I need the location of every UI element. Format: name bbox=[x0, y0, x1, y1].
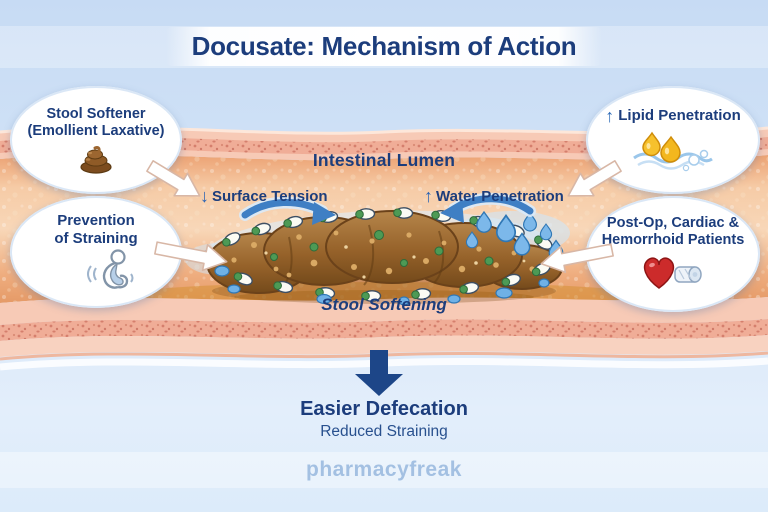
outcome-arrow-icon bbox=[355, 350, 403, 396]
page-title: Docusate: Mechanism of Action bbox=[191, 31, 577, 61]
reduced-straining-label: Reduced Straining bbox=[320, 423, 448, 440]
lipid-penetration-label: Lipid Penetration bbox=[618, 107, 741, 125]
stool-softener-line2: (Emollient Laxative) bbox=[27, 122, 165, 139]
prevention-line1: Prevention bbox=[57, 212, 135, 230]
stool-softener-line1: Stool Softener bbox=[46, 105, 146, 122]
down-arrow-icon: ↓ bbox=[200, 186, 209, 206]
callout-patient-types: Post-Op, Cardiac & Hemorrhoid Patients bbox=[586, 196, 760, 312]
straining-person-icon bbox=[87, 249, 134, 289]
easier-defecation-label: Easier Defecation bbox=[300, 398, 468, 420]
patient-types-line2: Hemorrhoid Patients bbox=[601, 231, 745, 248]
prevention-line2: of Straining bbox=[54, 229, 138, 247]
heart-bandage-icon bbox=[643, 257, 702, 290]
watermark-strip bbox=[0, 452, 768, 488]
surface-tension-flow-arrow bbox=[239, 196, 336, 225]
up-arrow-icon: ↑ bbox=[605, 105, 615, 126]
poop-icon bbox=[80, 146, 112, 174]
intestinal-lumen-label: Intestinal Lumen bbox=[312, 150, 456, 170]
stool-softening-label: Stool Softening bbox=[321, 295, 447, 314]
up-arrow-icon: ↑ bbox=[424, 186, 433, 206]
brand-watermark: pharmacyfreak bbox=[306, 458, 462, 481]
callout-stool-softener: Stool Softener (Emollient Laxative) bbox=[10, 86, 182, 194]
stool-mass bbox=[185, 192, 570, 306]
patient-types-line1: Post-Op, Cardiac & bbox=[606, 214, 740, 231]
title-banner: Docusate: Mechanism of Action bbox=[166, 27, 602, 66]
water-droplets bbox=[465, 211, 564, 261]
surface-tension-label: ↓ Surface Tension bbox=[200, 186, 328, 206]
callout-lipid-penetration: ↑ Lipid Penetration bbox=[586, 86, 760, 194]
water-penetration-label: ↑ Water Penetration bbox=[424, 186, 564, 206]
callout-prevention-of-straining: Prevention of Straining bbox=[10, 196, 182, 308]
lipid-droplets-icon bbox=[633, 131, 713, 172]
